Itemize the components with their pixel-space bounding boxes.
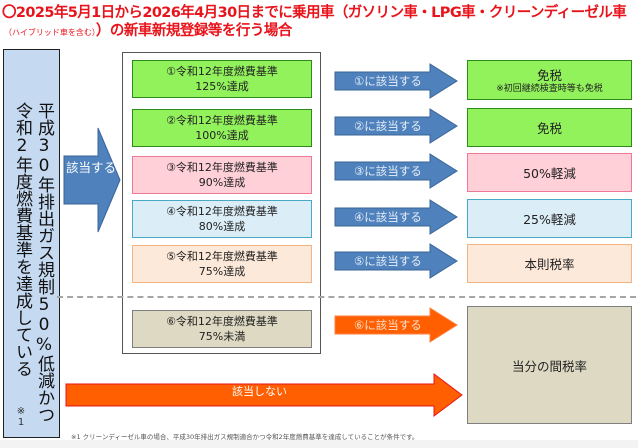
arrow-label: ⑥に該当する <box>354 318 422 332</box>
result-box: 本則税率 <box>467 244 632 283</box>
criterion-title: ①令和12年度燃費基準 <box>166 65 278 78</box>
blue-arrow <box>334 153 458 189</box>
title-line-1: 〇2025年5月1日から2026年4月30日までに乗用車（ガソリン車・LPG車・… <box>2 5 627 21</box>
result-box: 50%軽減 <box>467 153 632 192</box>
orange-arrow <box>334 307 458 343</box>
result-box: 25%軽減 <box>467 199 632 238</box>
criterion-rate: 100%達成 <box>195 129 249 142</box>
result-box: 当分の間税率 <box>467 306 632 424</box>
arrow-label: ⑤に該当する <box>354 254 422 268</box>
applies-arrow <box>63 127 121 233</box>
title-line-2: （ハイブリッド車を含む））の新車新規登録等を行う場合 <box>4 19 292 40</box>
criterion-box: ⑤令和12年度燃費基準 75%達成 <box>132 245 312 283</box>
title-hybrid-note: （ハイブリッド車を含む） <box>4 28 96 37</box>
blue-arrow <box>334 243 458 279</box>
condition-text-emission: 平成30年排出ガス規制50%低減かつ <box>34 102 54 423</box>
divider-dashed-line <box>57 296 636 298</box>
blue-arrow <box>334 63 458 99</box>
not-applies-arrow-label: 該当しない <box>232 385 287 398</box>
condition-note-mark: ※1 <box>16 406 26 428</box>
criterion-title: ②令和12年度燃費基準 <box>166 114 278 127</box>
criterion-box: ③令和12年度燃費基準 90%達成 <box>132 156 312 194</box>
arrow-label: ①に該当する <box>354 74 422 88</box>
criterion-box: ⑥令和12年度燃費基準 75%未満 <box>132 310 312 348</box>
result-label: 免税 <box>536 68 562 83</box>
bottom-shade <box>0 440 638 448</box>
result-label: 当分の間税率 <box>511 358 587 374</box>
result-box: 免税 <box>467 108 632 147</box>
criterion-box: ②令和12年度燃費基準 100%達成 <box>132 109 312 147</box>
arrow-label: ③に該当する <box>354 164 422 178</box>
arrow-label: ②に該当する <box>354 119 422 133</box>
blue-arrow <box>334 199 458 235</box>
criterion-rate: 75%達成 <box>198 265 246 278</box>
criterion-rate: 75%未満 <box>198 330 246 343</box>
criterion-rate: 125%達成 <box>195 80 249 93</box>
criterion-box: ①令和12年度燃費基準 125%達成 <box>132 60 312 98</box>
result-box: 免税※初回継続検査時等も免税 <box>467 60 632 100</box>
criterion-title: ⑥令和12年度燃費基準 <box>166 315 278 328</box>
criterion-title: ④令和12年度燃費基準 <box>166 205 278 218</box>
criterion-box: ④令和12年度燃費基準 80%達成 <box>132 200 312 238</box>
criterion-title: ③令和12年度燃費基準 <box>166 161 278 174</box>
result-label: 25%軽減 <box>523 212 576 227</box>
footnote: ※1 クリーンディーゼル車の場合、平成30年排出ガス規制適合かつ令和2年度燃費基… <box>71 433 419 441</box>
criterion-rate: 80%達成 <box>198 220 246 233</box>
result-note: ※初回継続検査時等も免税 <box>496 84 603 94</box>
title-line-2-main: ）の新車新規登録等を行う場合 <box>95 23 293 39</box>
criterion-title: ⑤令和12年度燃費基準 <box>166 250 278 263</box>
result-label: 本則税率 <box>524 257 575 272</box>
arrow-label: ④に該当する <box>354 210 422 224</box>
result-label: 50%軽減 <box>523 166 576 181</box>
result-label: 免税 <box>536 121 562 136</box>
not-applies-arrow <box>65 373 463 417</box>
blue-arrow <box>334 108 458 144</box>
condition-box: 平成30年排出ガス規制50%低減かつ 令和2年度燃費基準を達成している ※1 <box>3 49 60 438</box>
criterion-rate: 90%達成 <box>198 176 246 189</box>
condition-text-fuel: 令和2年度燃費基準を達成している <box>12 102 32 377</box>
applies-arrow-label: 該当する <box>66 160 117 175</box>
